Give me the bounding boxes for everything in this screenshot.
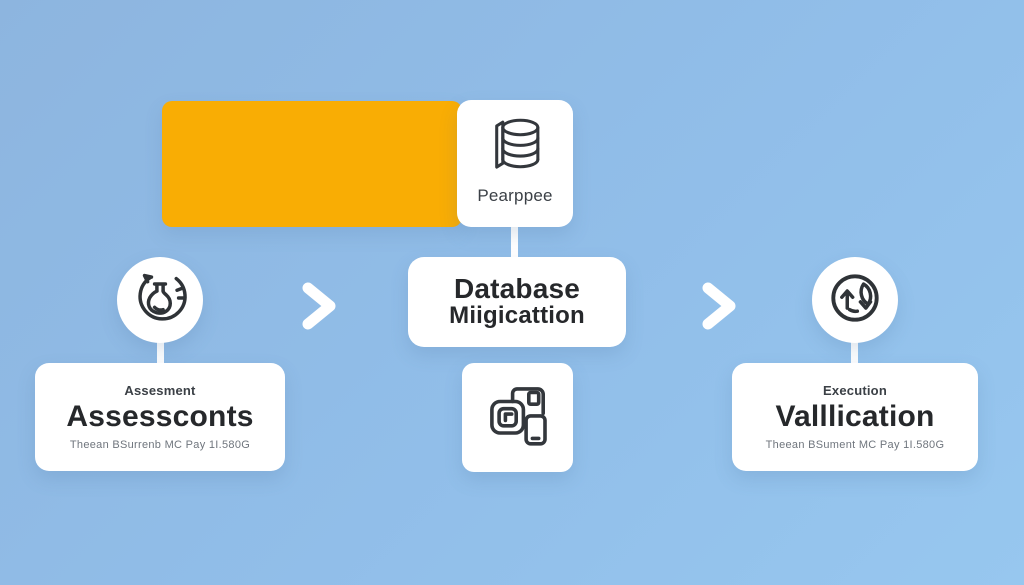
connector-execution xyxy=(851,340,858,366)
assessment-eyebrow: Assesment xyxy=(124,382,196,398)
flask-refresh-icon xyxy=(129,267,191,334)
process-subtitle: Miigicattion xyxy=(449,301,585,329)
execution-title: Valllication xyxy=(775,399,935,433)
assessment-title: Assessconts xyxy=(66,399,254,433)
source-card-label: Pearppee xyxy=(477,186,553,205)
orange-highlight-bar xyxy=(162,101,462,227)
chevron-right-icon xyxy=(296,280,340,337)
device-migration-icon xyxy=(482,379,554,456)
connector-source-to-process xyxy=(511,224,518,260)
process-box: Database Miigicattion xyxy=(408,257,626,347)
database-icon xyxy=(486,113,544,182)
process-title: Database xyxy=(453,272,581,304)
chevron-right-icon xyxy=(696,280,740,337)
sync-leaf-icon xyxy=(824,267,886,334)
source-card: Pearppee xyxy=(457,100,573,227)
connector-assessment xyxy=(157,340,164,366)
device-card xyxy=(462,363,573,472)
assessment-card: Assesment Assessconts Theean BSurrenb MC… xyxy=(35,363,285,471)
assessment-caption: Theean BSurrenb MC Pay 1I.580G xyxy=(69,439,251,452)
assessment-node-circle xyxy=(117,257,203,343)
execution-caption: Theean BSument MC Pay 1I.580G xyxy=(765,439,945,452)
execution-node-circle xyxy=(812,257,898,343)
execution-eyebrow: Execution xyxy=(823,382,887,398)
execution-card: Execution Valllication Theean BSument MC… xyxy=(732,363,978,471)
